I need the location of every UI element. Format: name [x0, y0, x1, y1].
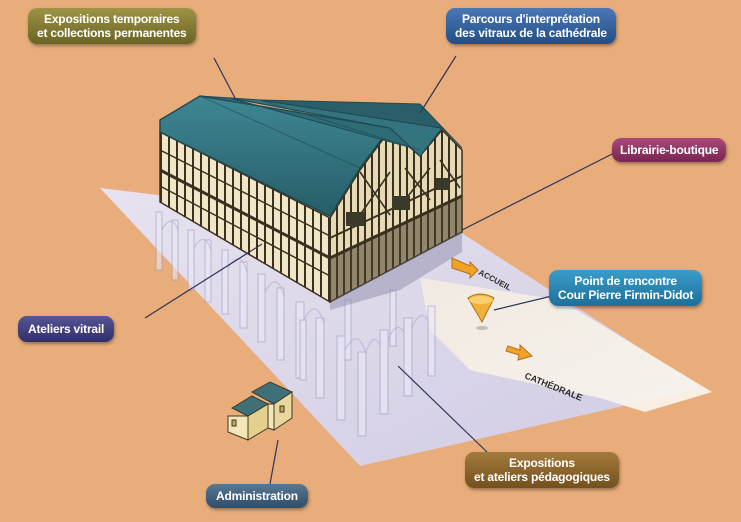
- meeting-point-marker: [467, 293, 495, 330]
- label-expositions-ateliers: Expositions et ateliers pédagogiques: [465, 452, 619, 488]
- leader-lines: [144, 55, 623, 485]
- label-line: Expositions temporaires: [44, 12, 180, 26]
- accueil-arrow: [451, 257, 479, 280]
- ground-plane: [100, 188, 702, 466]
- label-administration: Administration: [206, 484, 308, 508]
- label-line: Parcours d'interprétation: [461, 12, 600, 26]
- label-line: Administration: [216, 489, 298, 503]
- gable-windows: [346, 178, 450, 226]
- label-line: Cour Pierre Firmin-Didot: [558, 288, 694, 302]
- label-librairie-boutique: Librairie-boutique: [612, 138, 727, 162]
- label-line: Point de rencontre: [574, 274, 677, 288]
- cathedrale-arrow: [505, 343, 533, 361]
- undercroft-columns: [155, 211, 436, 437]
- roof-back: [259, 99, 463, 149]
- label-line: et ateliers pédagogiques: [474, 470, 610, 484]
- label-line: et collections permanentes: [37, 26, 187, 40]
- entrance-shadow: [330, 232, 462, 310]
- label-ateliers-vitrail: Ateliers vitrail: [18, 316, 115, 342]
- label-line: des vitraux de la cathédrale: [455, 26, 607, 40]
- walkway: [420, 278, 712, 412]
- label-parcours-vitraux: Parcours d'interprétation des vitraux de…: [446, 8, 616, 44]
- label-point-de-rencontre: Point de rencontre Cour Pierre Firmin-Di…: [549, 270, 703, 306]
- label-line: Ateliers vitrail: [28, 322, 105, 336]
- label-line: Librairie-boutique: [620, 143, 719, 157]
- label-line: Expositions: [509, 456, 575, 470]
- undercroft-arches: [161, 220, 429, 355]
- administration-building: [227, 381, 294, 441]
- label-expositions-temporaires: Expositions temporaires et collections p…: [28, 8, 196, 44]
